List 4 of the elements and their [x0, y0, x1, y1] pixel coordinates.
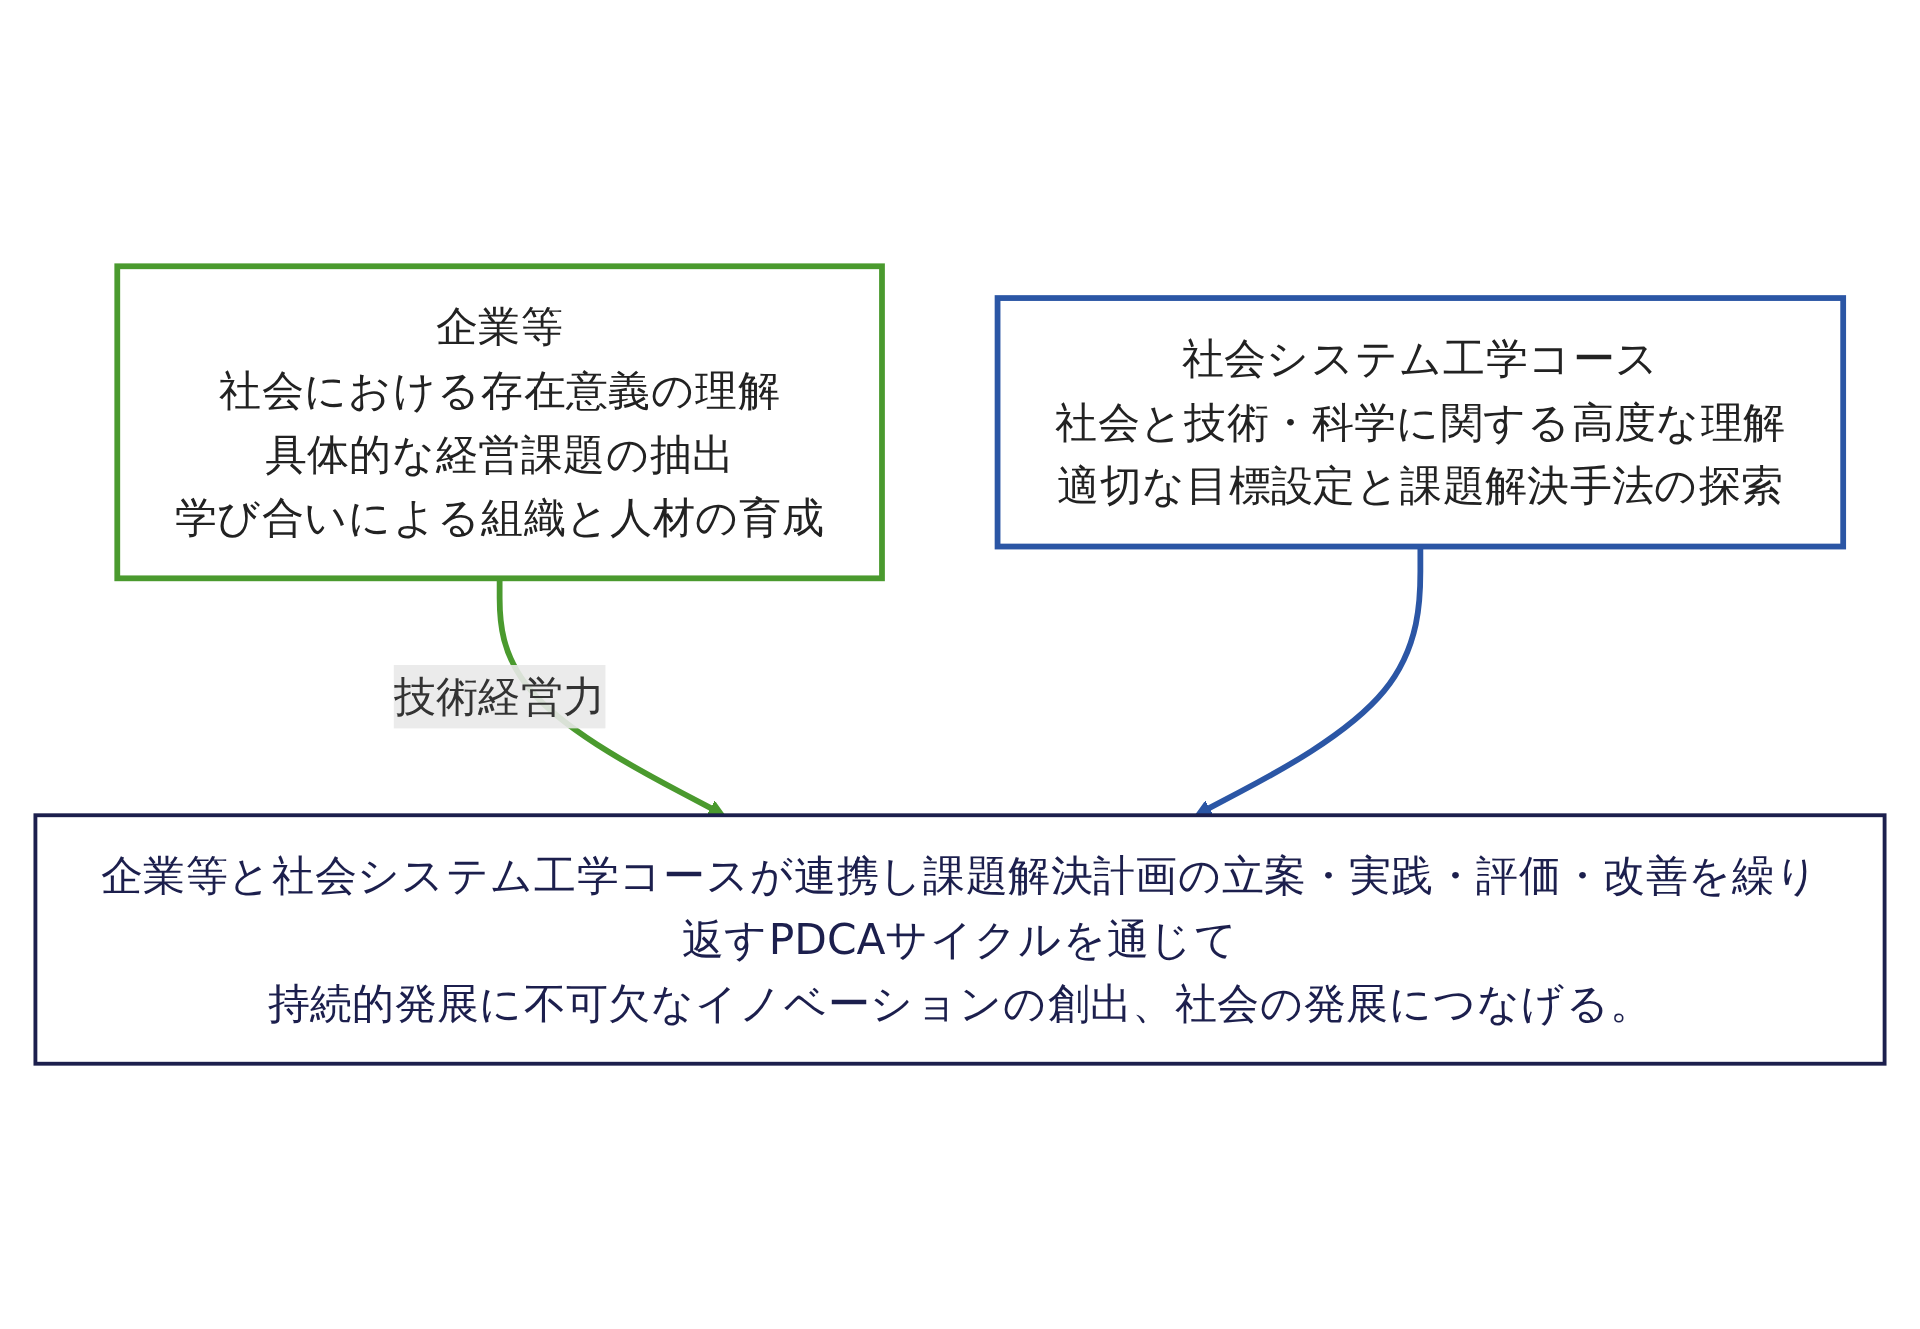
- edge-label: 技術経営力: [393, 672, 606, 721]
- node-box: 企業等と社会システム工学コースが連携し課題解決計画の立案・実践・評価・改善を繰り返すPDCAサイクルを通じて 持続的発展に不可欠なイノベーションの創出、社会の発展につなげる。: [33, 812, 1887, 1066]
- node-box: 社会システム工学コース 社会と技術・科学に関する高度な理解 適切な目標設定と課題解決手法の探索: [994, 294, 1847, 549]
- node-box: 企業等 社会における存在意義の理解 具体的な経営課題の抽出 学び合いによる組織と人材の育成: [114, 262, 885, 581]
